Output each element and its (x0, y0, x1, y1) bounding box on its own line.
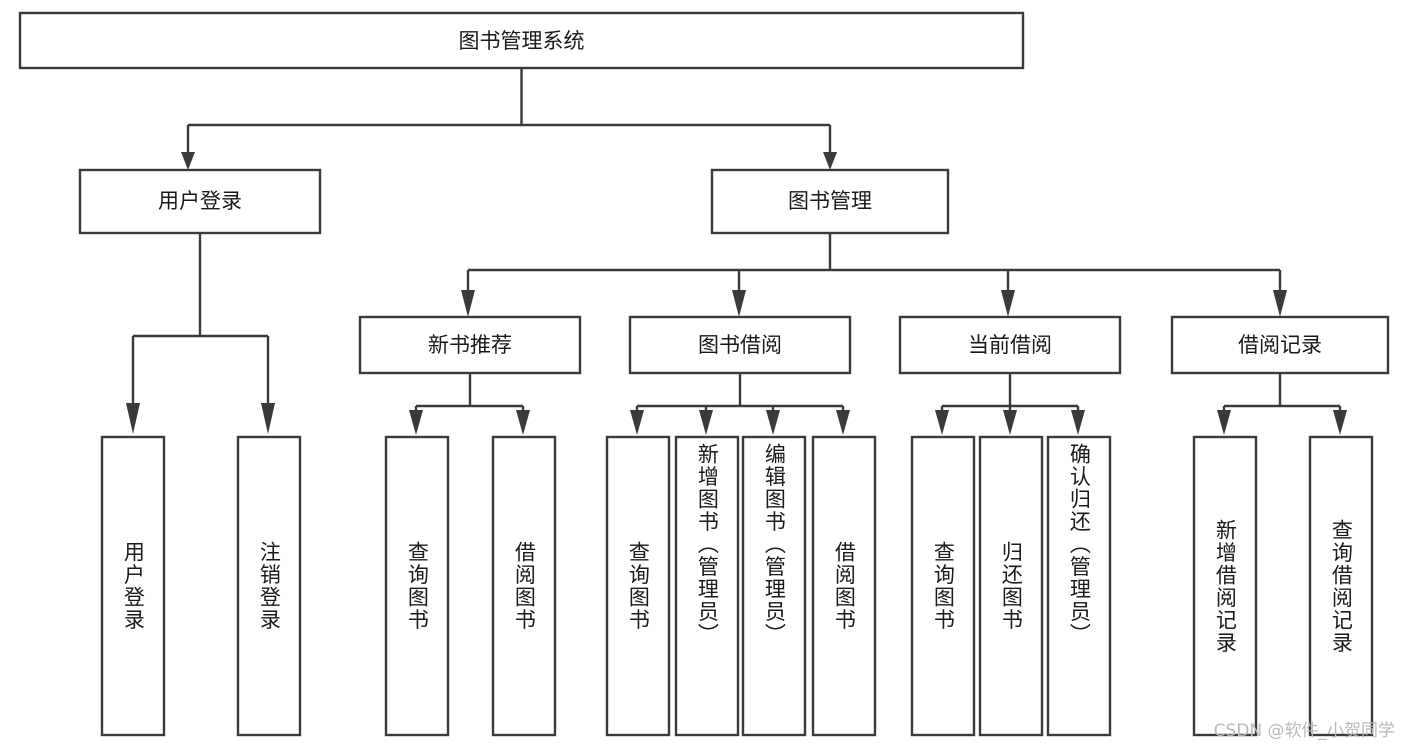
node-book-manage[interactable] (710, 168, 950, 235)
node-book-manage-label: 图书管理 (788, 189, 872, 213)
arrow-leaf-confirm-return (1071, 410, 1085, 435)
node-book-borrow-label: 图书借阅 (698, 333, 782, 357)
arrow-leaf-add-book (699, 410, 713, 435)
node-leaf-edit-book[interactable] (741, 435, 807, 737)
node-leaf-add-book[interactable] (674, 435, 740, 737)
arrow-to-book-manage (823, 152, 837, 170)
node-new-book-rec[interactable] (358, 315, 582, 375)
arrow-leaf-query-record (1333, 410, 1347, 435)
node-layer: 图书管理系统 用户登录 图书管理 新书推荐 图书借阅 当前借阅 借阅记录 (18, 11, 1390, 737)
node-leaf-query-record[interactable] (1308, 435, 1374, 737)
node-leaf-borrow-book-1[interactable] (491, 435, 557, 737)
arrow-leaf-borrow-book-1 (516, 410, 530, 435)
node-leaf-confirm-return[interactable] (1046, 435, 1112, 737)
arrow-leaf-query-book-1 (409, 410, 423, 435)
arrow-leaf-logout (261, 403, 275, 434)
arrow-leaf-borrow-book-2 (836, 410, 850, 435)
node-root[interactable] (18, 11, 1025, 70)
node-leaf-user-login[interactable] (100, 435, 166, 737)
arrow-book-borrow (732, 290, 746, 317)
node-leaf-query-book-1[interactable] (384, 435, 450, 737)
arrow-leaf-query-book-3 (935, 410, 949, 435)
arrow-current-borrow (1001, 290, 1015, 317)
node-current-borrow[interactable] (898, 315, 1122, 375)
arrow-leaf-edit-book (766, 410, 780, 435)
arrow-to-user-login (181, 152, 195, 170)
node-new-book-rec-label: 新书推荐 (428, 333, 512, 357)
node-leaf-borrow-book-2[interactable] (811, 435, 877, 737)
arrow-leaf-query-book-2 (630, 410, 644, 435)
arrow-leaf-add-record (1217, 410, 1231, 435)
node-user-login[interactable] (78, 168, 322, 235)
node-root-label: 图书管理系统 (459, 29, 585, 53)
node-leaf-query-book-3[interactable] (910, 435, 976, 737)
arrow-leaf-return-book (1003, 410, 1017, 435)
node-leaf-return-book[interactable] (978, 435, 1044, 737)
node-user-login-label: 用户登录 (158, 189, 242, 213)
node-leaf-add-record[interactable] (1192, 435, 1258, 737)
arrow-borrow-record (1273, 290, 1287, 317)
watermark-text: CSDN @软件_小贺同学 (1213, 721, 1395, 741)
node-current-borrow-label: 当前借阅 (968, 333, 1052, 357)
node-book-borrow[interactable] (628, 315, 852, 375)
arrow-leaf-user-login (126, 403, 140, 434)
connector-layer (126, 68, 1347, 435)
node-borrow-record[interactable] (1170, 315, 1390, 375)
arrow-new-book-rec (461, 290, 475, 317)
node-leaf-logout[interactable] (236, 435, 302, 737)
node-borrow-record-label: 借阅记录 (1238, 333, 1322, 357)
node-leaf-query-book-2[interactable] (605, 435, 671, 737)
